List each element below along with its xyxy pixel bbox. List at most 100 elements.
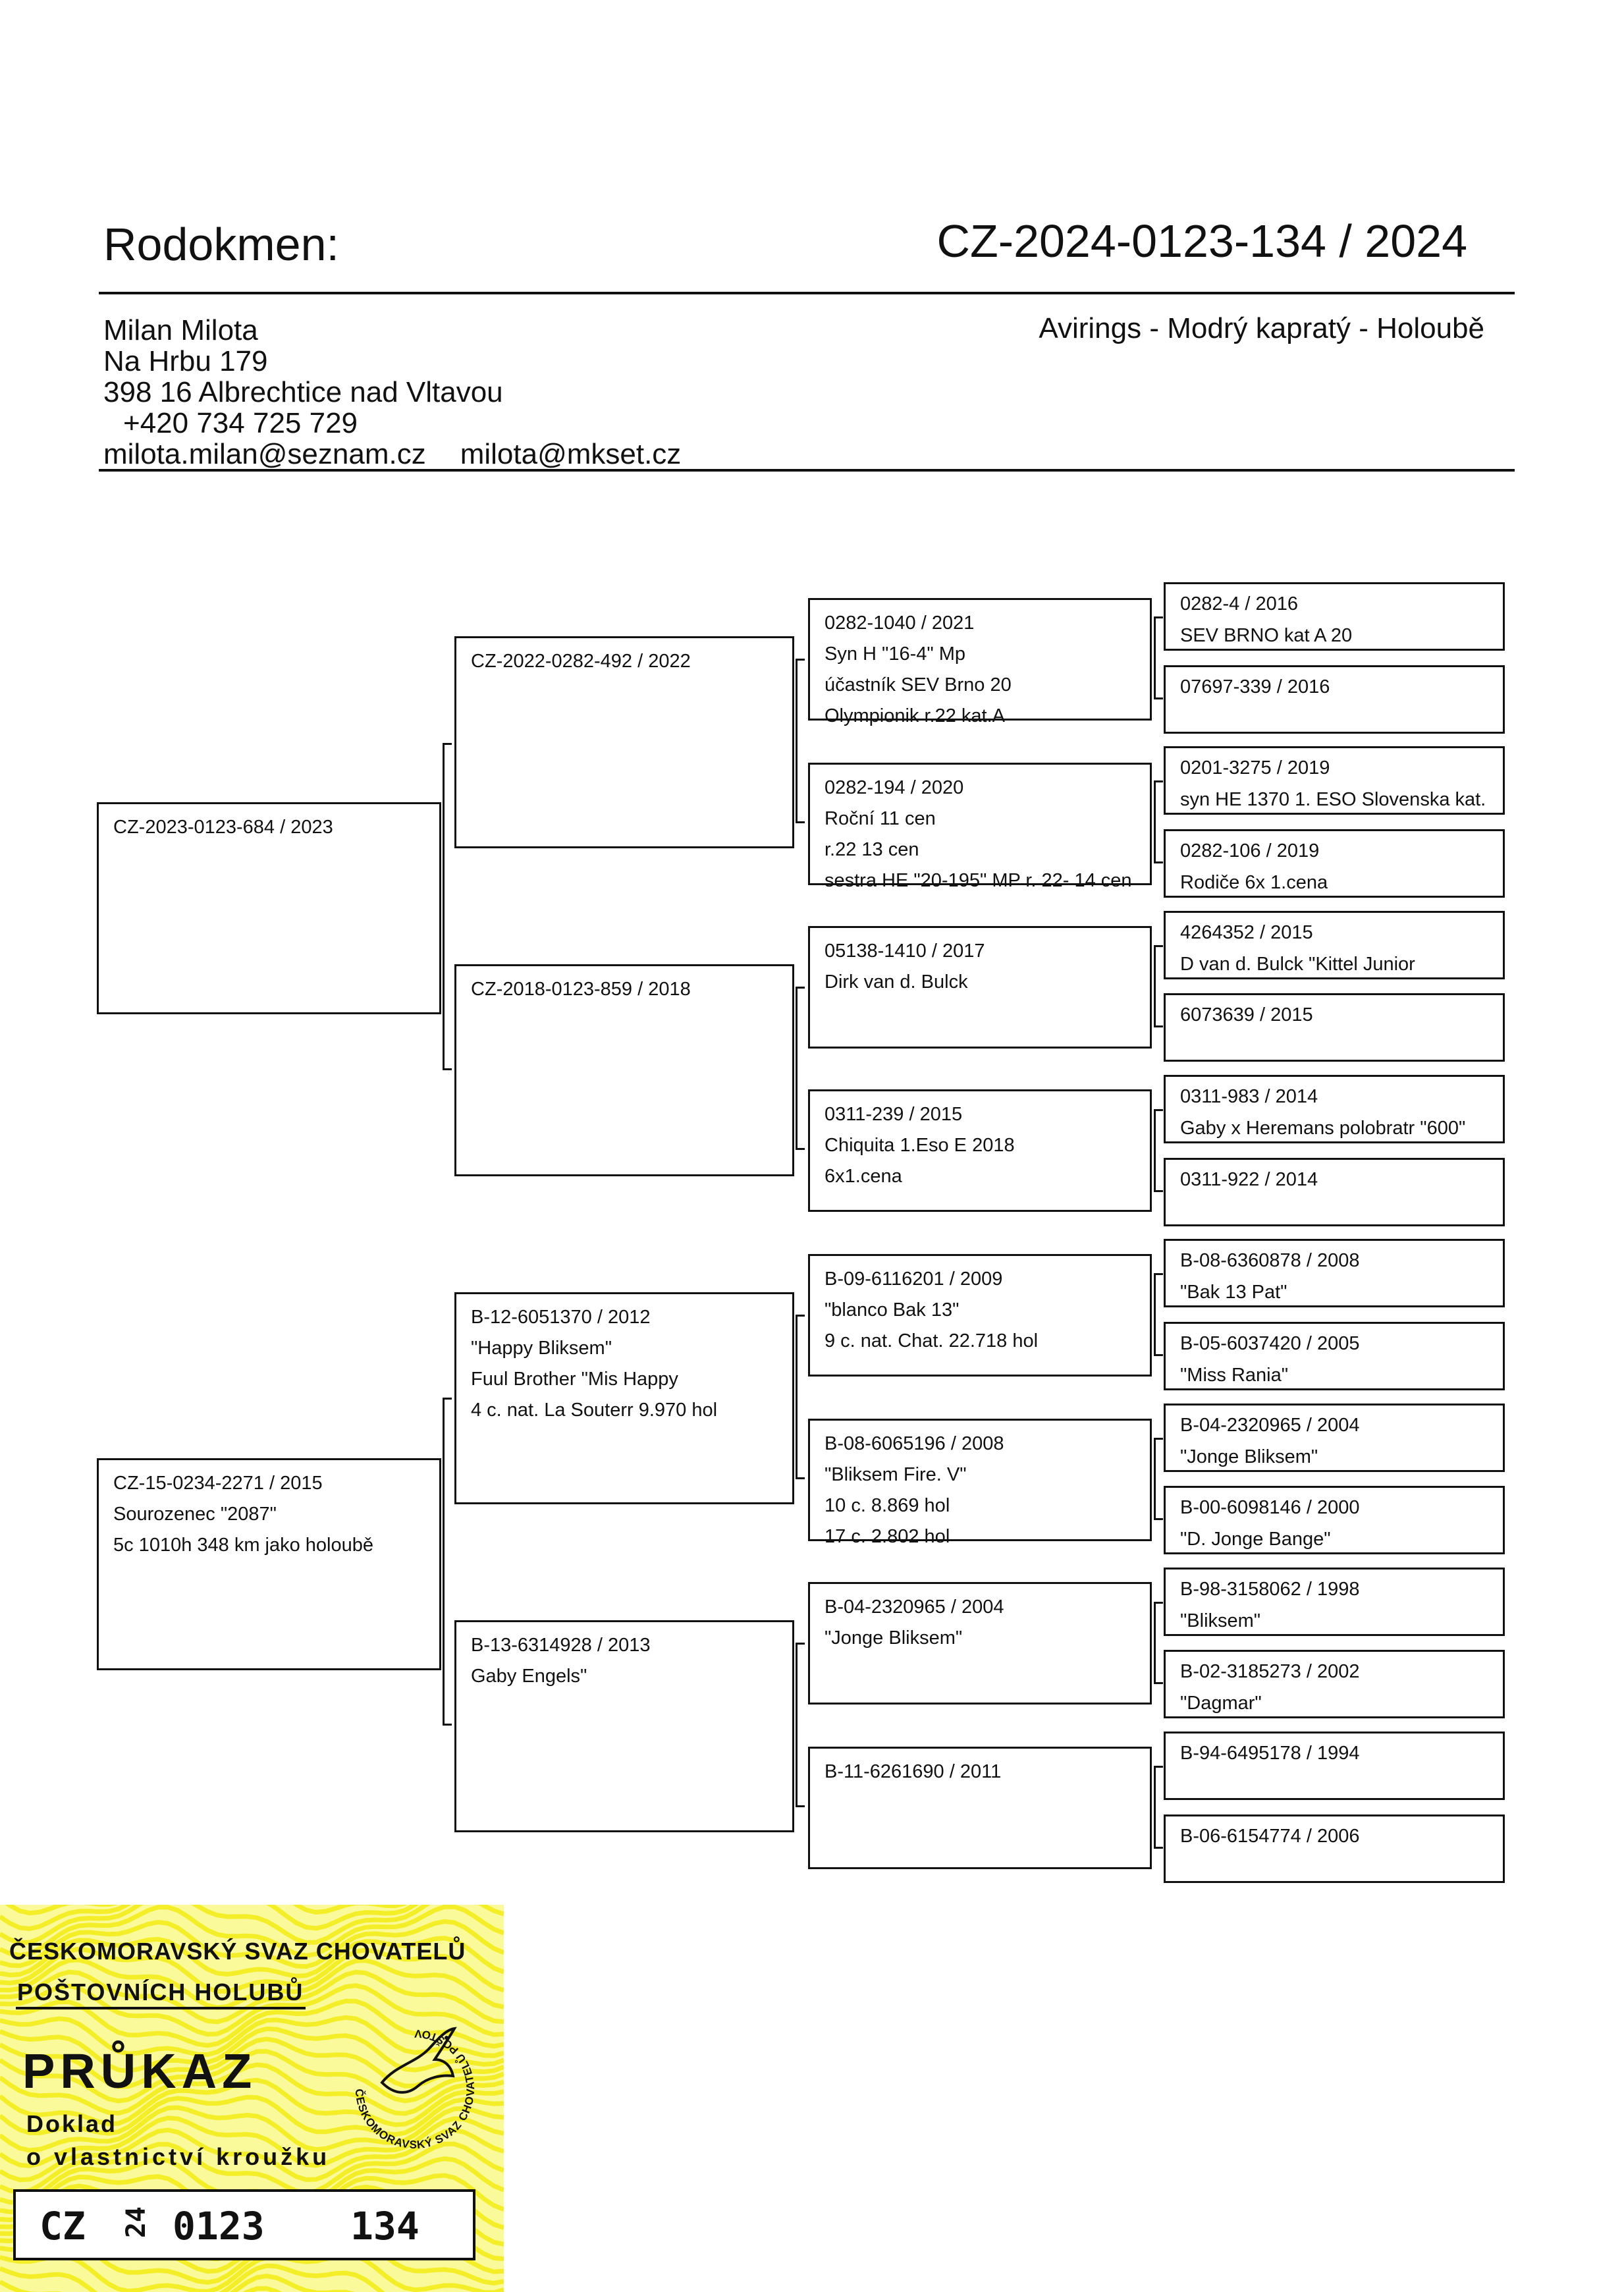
- grandparent-box: CZ-2018-0123-859 / 2018: [454, 964, 794, 1176]
- pigeon-note: r.22 13 cen: [825, 839, 919, 860]
- connector-bracket: [796, 1643, 805, 1807]
- pigeon-note: "Dagmar": [1180, 1693, 1262, 1714]
- ring-serial: 134: [350, 2204, 420, 2249]
- ancestor-box: B-08-6360878 / 2008 "Bak 13 Pat": [1164, 1239, 1505, 1307]
- owner-phone: +420 734 725 729: [123, 407, 358, 439]
- ancestor-box: B-94-6495178 / 1994: [1164, 1732, 1505, 1800]
- pigeon-note: účastník SEV Brno 20: [825, 674, 1012, 696]
- connector-bracket: [796, 987, 805, 1150]
- ring-code: 0282-1040 / 2021: [825, 613, 975, 634]
- ring-code: 0311-922 / 2014: [1180, 1169, 1318, 1190]
- ring-code: 0201-3275 / 2019: [1180, 757, 1330, 778]
- connector-bracket: [1154, 1109, 1163, 1192]
- breed-description: Avirings - Modrý kapratý - Holoubě: [1039, 312, 1484, 344]
- ancestor-box: B-06-6154774 / 2006: [1164, 1814, 1505, 1883]
- ring-code: B-08-6065196 / 2008: [825, 1433, 1004, 1454]
- ownership-card: ČESKOMORAVSKÝ SVAZ CHOVATELŮ POŠTOVNÍCH …: [0, 1905, 504, 2292]
- pigeon-note: SEV BRNO kat A 20: [1180, 625, 1353, 646]
- connector-bracket: [1154, 1273, 1163, 1356]
- owner-street: Na Hrbu 179: [103, 345, 268, 377]
- ring-code: B-11-6261690 / 2011: [825, 1761, 1002, 1782]
- pigeon-note: "Miss Rania": [1180, 1365, 1289, 1386]
- owner-city: 398 16 Albrechtice nad Vltavou: [103, 376, 503, 408]
- pigeon-note: Rodiče 6x 1.cena: [1180, 872, 1328, 893]
- ancestor-box: B-02-3185273 / 2002"Dagmar": [1164, 1650, 1505, 1718]
- pigeon-icon: [380, 2027, 457, 2094]
- ring-code: 0282-194 / 2020: [825, 777, 964, 798]
- svg-text:ČESKOMORAVSKÝ SVAZ CHOVATELŮ P: ČESKOMORAVSKÝ SVAZ CHOVATELŮ POŠTOVNÍCH …: [336, 2004, 477, 2151]
- pigeon-note: Gaby Engels": [471, 1666, 587, 1687]
- ring-code: B-98-3158062 / 1998: [1180, 1579, 1360, 1600]
- ancestor-box: B-05-6037420 / 2005 "Miss Rania": [1164, 1322, 1505, 1390]
- owner-email-primary[interactable]: milota.milan@seznam.cz: [103, 438, 426, 470]
- ring-id: CZ-2024-0123-134 / 2024: [936, 215, 1467, 267]
- connector-bracket: [1154, 1438, 1163, 1520]
- ring-code: 07697-339 / 2016: [1180, 676, 1330, 697]
- ring-number: 0123: [173, 2204, 265, 2249]
- pigeon-note: D van d. Bulck "Kittel Junior: [1180, 954, 1415, 975]
- ring-code: 0311-239 / 2015: [825, 1104, 963, 1125]
- ring-code: CZ-15-0234-2271 / 2015: [113, 1473, 323, 1494]
- great-grandparent-box: B-04-2320965 / 2004 "Jonge Bliksem": [808, 1582, 1152, 1705]
- pigeon-note: "Jonge Bliksem": [1180, 1446, 1318, 1467]
- card-title: PRŮKAZ: [22, 2044, 257, 2098]
- ancestor-box: B-04-2320965 / 2004"Jonge Bliksem": [1164, 1404, 1505, 1472]
- parent-box: CZ-2023-0123-684 / 2023: [97, 802, 441, 1014]
- ring-year: 24: [121, 2206, 151, 2239]
- ring-code: B-00-6098146 / 2000: [1180, 1497, 1360, 1518]
- owner-name: Milan Milota: [103, 314, 258, 346]
- ring-code: B-12-6051370 / 2012: [471, 1307, 651, 1328]
- ring-code: 0311-983 / 2014: [1180, 1086, 1318, 1107]
- ring-code: 4264352 / 2015: [1180, 922, 1313, 943]
- ring-code: 0282-106 / 2019: [1180, 840, 1320, 861]
- ring-code: B-13-6314928 / 2013: [471, 1635, 651, 1656]
- pigeon-note: Olympionik r.22 kat.A: [825, 705, 1005, 726]
- union-seal-logo: ČESKOMORAVSKÝ SVAZ CHOVATELŮ POŠTOVNÍCH …: [336, 2004, 477, 2151]
- pigeon-note: "Bak 13 Pat": [1180, 1282, 1287, 1303]
- connector-bracket: [1154, 616, 1163, 699]
- ring-country: CZ: [40, 2204, 86, 2249]
- header-divider: [99, 292, 1515, 294]
- card-org-line2: POŠTOVNÍCH HOLUBŮ: [17, 1978, 304, 2006]
- pigeon-note: 17 c. 2.802 hol: [825, 1526, 950, 1547]
- pigeon-note: 4 c. nat. La Souterr 9.970 hol: [471, 1400, 718, 1421]
- pigeon-note: Fuul Brother "Mis Happy: [471, 1369, 678, 1390]
- ring-code: B-06-6154774 / 2006: [1180, 1826, 1360, 1847]
- owner-email-secondary[interactable]: milota@mkset.cz: [460, 438, 682, 470]
- connector-bracket: [796, 1315, 805, 1479]
- pigeon-note: "blanco Bak 13": [825, 1299, 960, 1321]
- ring-code: 0282-4 / 2016: [1180, 593, 1298, 614]
- ring-code: B-05-6037420 / 2005: [1180, 1333, 1360, 1354]
- page-title: Rodokmen:: [103, 219, 339, 270]
- ancestor-box: 4264352 / 2015 D van d. Bulck "Kittel Jun…: [1164, 911, 1505, 979]
- ancestor-box: B-00-6098146 / 2000"D. Jonge Bange": [1164, 1486, 1505, 1554]
- ancestor-box: 07697-339 / 2016: [1164, 665, 1505, 734]
- card-subtitle2: o vlastnictví kroužku: [26, 2143, 331, 2170]
- pigeon-note: 6x1.cena: [825, 1166, 902, 1187]
- pigeon-note: 9 c. nat. Chat. 22.718 hol: [825, 1330, 1039, 1351]
- connector-bracket: [443, 1398, 452, 1726]
- pigeon-note: Roční 11 cen: [825, 808, 936, 829]
- ring-code: CZ-2018-0123-859 / 2018: [471, 979, 691, 1000]
- ring-code: CZ-2022-0282-492 / 2022: [471, 651, 691, 672]
- great-grandparent-box: B-11-6261690 / 2011: [808, 1747, 1152, 1869]
- pigeon-note: sestra HE "20-195" MP r. 22- 14 cen: [825, 870, 1132, 891]
- card-org-underline: [16, 2007, 306, 2009]
- ring-code: B-94-6495178 / 1994: [1180, 1743, 1360, 1764]
- pigeon-note: Syn H "16-4" Mp: [825, 643, 966, 665]
- ring-number-box: CZ 24 0123 134: [13, 2189, 475, 2260]
- ring-code: B-04-2320965 / 2004: [825, 1596, 1004, 1618]
- pigeon-note: "Bliksem Fire. V": [825, 1464, 967, 1485]
- pigeon-note: "Jonge Bliksem": [825, 1627, 963, 1649]
- pigeon-note: Chiquita 1.Eso E 2018: [825, 1135, 1015, 1156]
- ring-code: B-08-6360878 / 2008: [1180, 1250, 1360, 1271]
- owner-divider: [99, 469, 1515, 472]
- grandparent-box: CZ-2022-0282-492 / 2022: [454, 636, 794, 848]
- connector-bracket: [1154, 1602, 1163, 1684]
